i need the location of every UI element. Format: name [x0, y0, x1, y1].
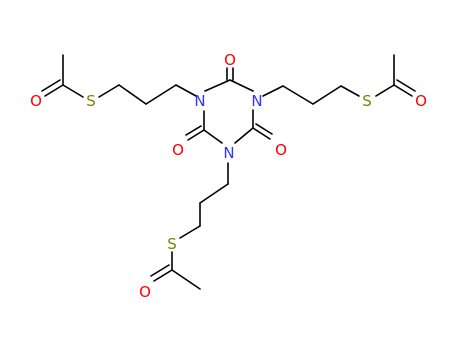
bond-ring-n1-c1 [204, 79, 231, 92]
bond-co-left-a [187, 129, 205, 141]
bond-b-co-b [150, 264, 170, 277]
nitrogen-atom: N [223, 144, 234, 162]
bond-r-co-a [393, 84, 413, 97]
sulfur-atom: S [362, 92, 372, 110]
bond-ring-c2-n3 [234, 127, 254, 144]
bond-l-co-b [41, 79, 61, 92]
bond-l-co-a [44, 84, 64, 97]
bond-r-3 [312, 85, 342, 105]
bond-b-co-a [153, 269, 173, 282]
nitrogen-atom: N [194, 92, 205, 110]
bond-r-1 [262, 85, 284, 97]
bond-r-4 [340, 85, 360, 97]
bond-r-co-b [396, 79, 416, 92]
bond-l-4 [98, 84, 120, 98]
bond-ring-c1-n2 [229, 79, 254, 92]
bond-l-3 [118, 84, 147, 105]
bond-r-2 [282, 85, 314, 105]
bond-l-1 [175, 84, 197, 97]
oxygen-atom: O [139, 283, 151, 301]
atom-labels: N N N O O O S O S O S O [30, 51, 427, 301]
bond-co-left-b [185, 125, 202, 136]
sulfur-atom: S [167, 235, 177, 253]
bond-b-4 [179, 225, 201, 239]
bond-b-6 [171, 269, 201, 290]
oxygen-atom: O [172, 141, 184, 159]
bond-l-5 [62, 84, 84, 98]
bond-co-right-b [255, 123, 273, 135]
bond-ring-n3-c3 [203, 129, 223, 144]
bond-co-right-a [252, 127, 271, 140]
bond-l-2 [145, 84, 177, 105]
oxygen-atom: O [224, 51, 236, 69]
bonds [41, 54, 416, 290]
oxygen-atom: O [30, 92, 42, 110]
bond-b-2 [199, 183, 229, 204]
oxygen-atom: O [275, 141, 287, 159]
oxygen-atom: O [415, 92, 427, 110]
nitrogen-atom: N [251, 92, 262, 110]
bond-r-5 [375, 84, 395, 97]
sulfur-atom: S [86, 92, 96, 110]
